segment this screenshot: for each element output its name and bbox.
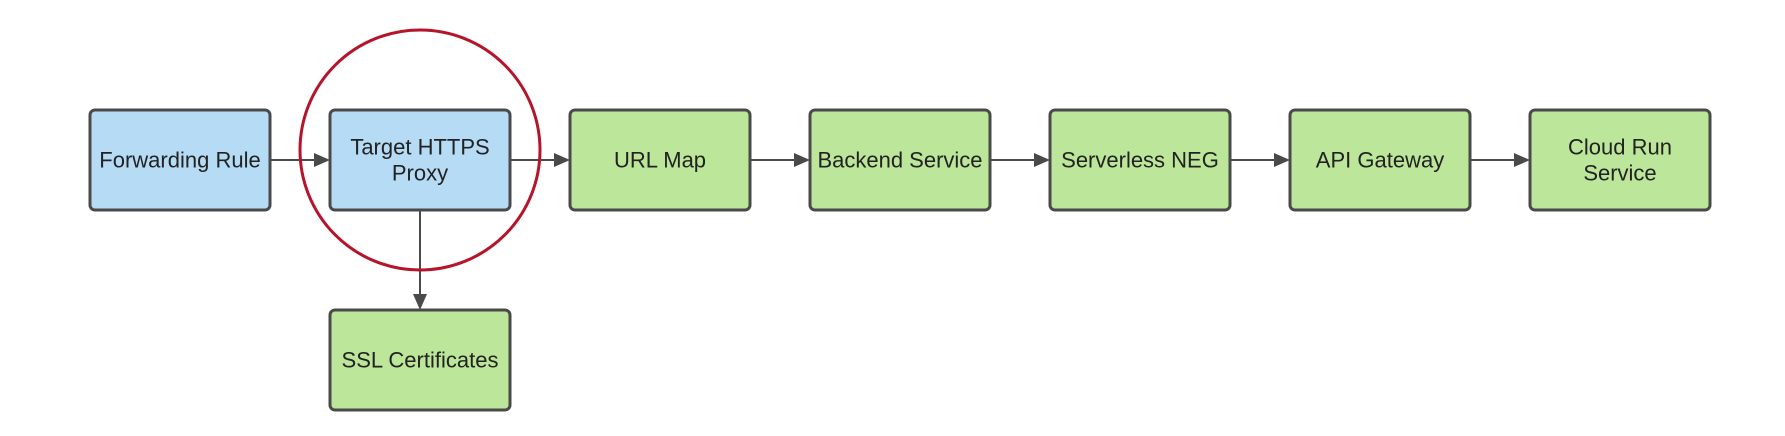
node-backend-service: Backend Service [808, 108, 992, 212]
edge-backend-service-to-serverless-neg [990, 153, 1050, 167]
node-forwarding-rule: Forwarding Rule [88, 108, 272, 212]
node-label-backend-service: Backend Service [817, 148, 982, 173]
edge-api-gateway-to-cloud-run-service [1470, 153, 1530, 167]
arrow-head [794, 153, 810, 167]
node-box-forwarding-rule [88, 108, 272, 212]
node-label-cloud-run-service: Service [1583, 161, 1656, 186]
node-ssl-certificates: SSL Certificates [328, 308, 512, 412]
node-label-url-map: URL Map [614, 148, 706, 173]
edges-layer [270, 153, 1530, 310]
node-api-gateway: API Gateway [1288, 108, 1472, 212]
node-label-api-gateway: API Gateway [1316, 148, 1444, 173]
node-box-api-gateway [1288, 108, 1472, 212]
node-box-ssl-certificates [328, 308, 512, 412]
edge-target-https-proxy-to-ssl-certificates [413, 210, 427, 310]
node-box-cloud-run-service [1528, 108, 1712, 212]
arrow-head [413, 294, 427, 310]
node-url-map: URL Map [568, 108, 752, 212]
node-label-forwarding-rule: Forwarding Rule [99, 148, 260, 173]
highlight-circle [298, 28, 542, 272]
edge-forwarding-rule-to-target-https-proxy [270, 153, 330, 167]
node-box-url-map [568, 108, 752, 212]
edge-target-https-proxy-to-url-map [510, 153, 570, 167]
node-label-ssl-certificates: SSL Certificates [342, 348, 499, 373]
highlight-layer [298, 28, 542, 272]
arrow-head [554, 153, 570, 167]
node-box-serverless-neg [1048, 108, 1232, 212]
edge-serverless-neg-to-api-gateway [1230, 153, 1290, 167]
arrow-head [1274, 153, 1290, 167]
node-label-serverless-neg: Serverless NEG [1061, 148, 1219, 173]
arrow-head [314, 153, 330, 167]
node-serverless-neg: Serverless NEG [1048, 108, 1232, 212]
node-label-target-https-proxy: Proxy [392, 161, 448, 186]
edge-url-map-to-backend-service [750, 153, 810, 167]
node-box-backend-service [808, 108, 992, 212]
node-label-target-https-proxy: Target HTTPS [350, 135, 489, 160]
node-box-target-https-proxy [328, 108, 512, 212]
node-label-cloud-run-service: Cloud Run [1568, 135, 1672, 160]
arrow-head [1514, 153, 1530, 167]
arrow-head [1034, 153, 1050, 167]
